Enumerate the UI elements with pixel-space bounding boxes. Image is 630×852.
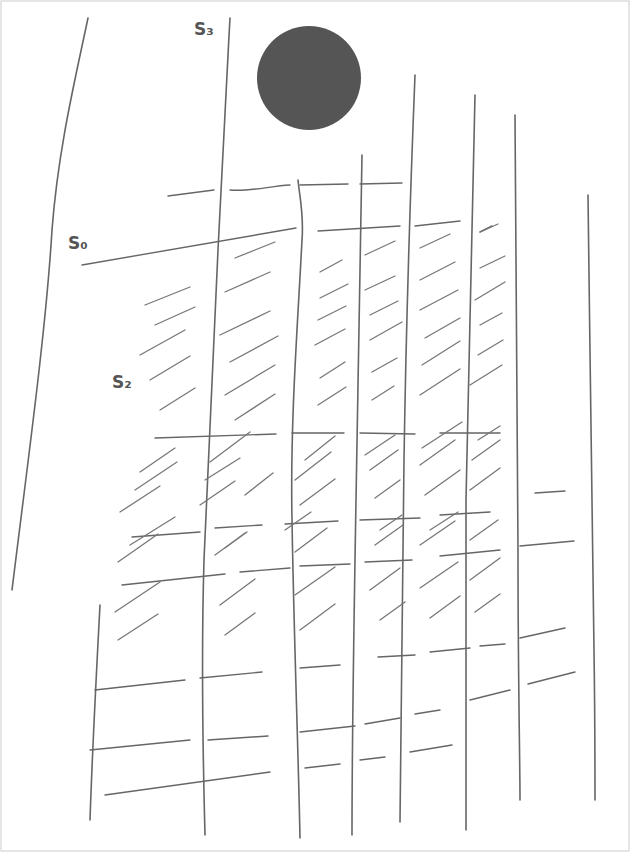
foliation-label: S₃ bbox=[192, 20, 216, 39]
s2-crenulation bbox=[115, 224, 505, 640]
porphyroblast bbox=[257, 26, 361, 130]
foliation-label: S₀ bbox=[66, 234, 90, 253]
foliation-label: S₂ bbox=[110, 373, 134, 392]
s3-cleavage bbox=[12, 18, 595, 838]
s0-bedding bbox=[82, 183, 575, 795]
